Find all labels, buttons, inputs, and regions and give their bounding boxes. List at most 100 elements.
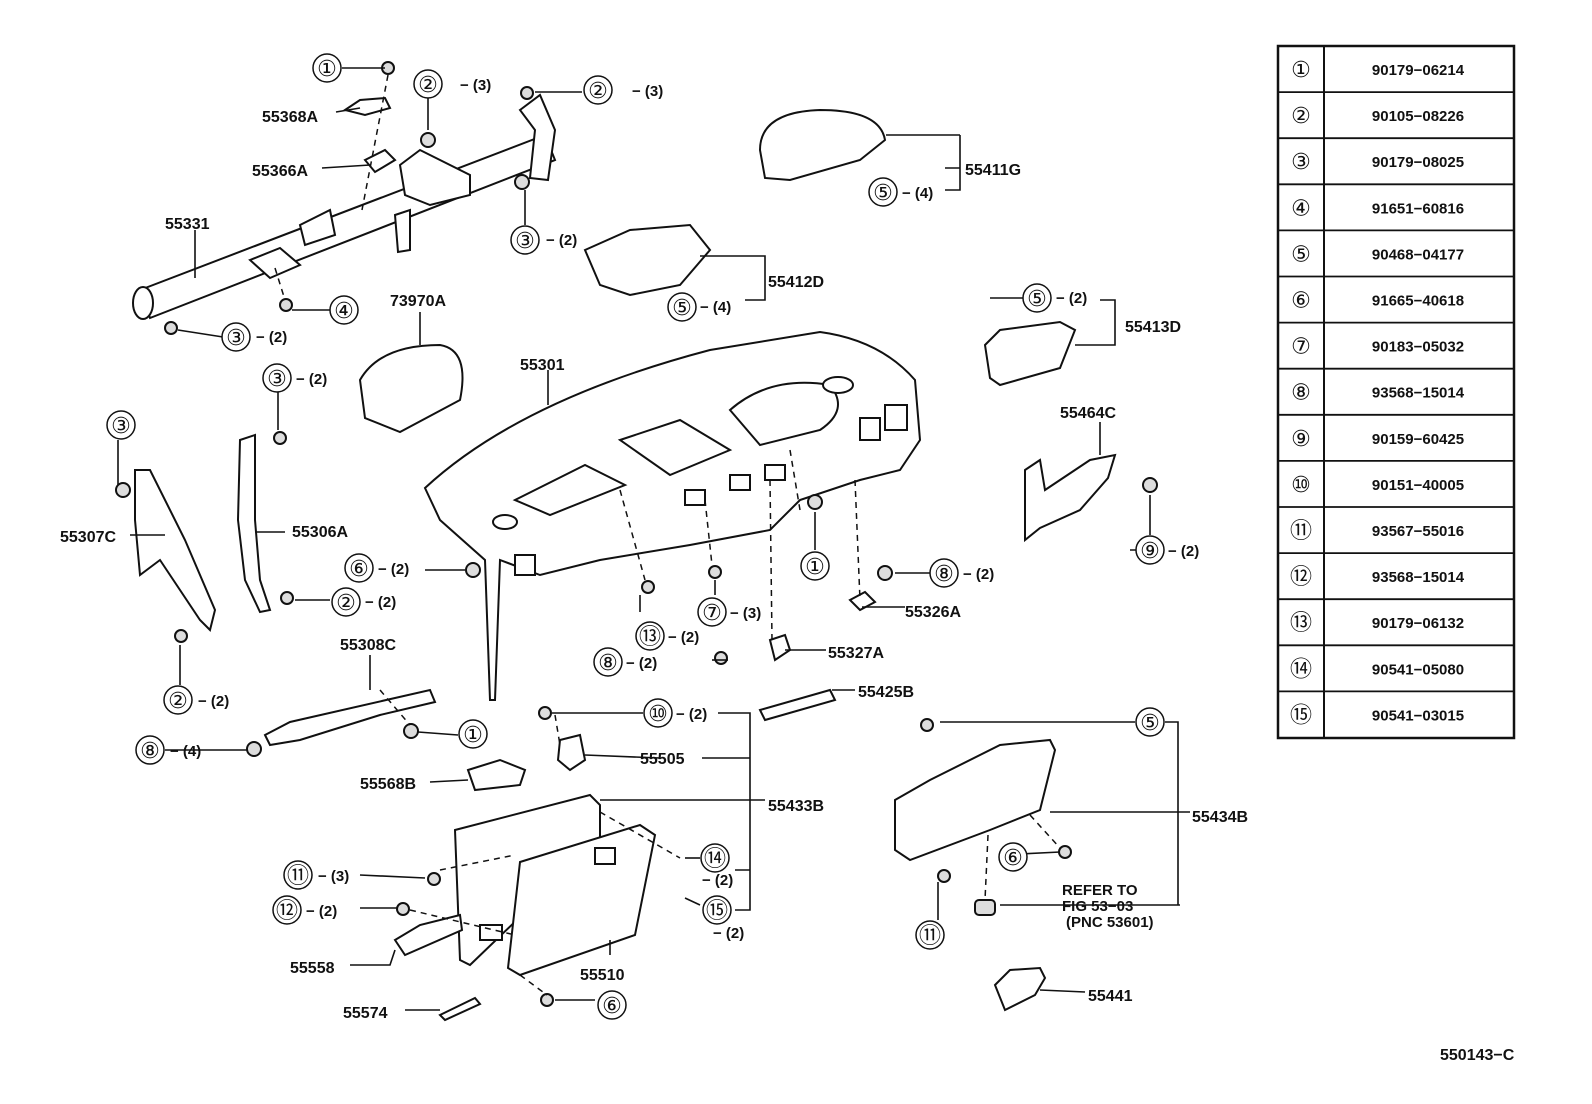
callout-c8a: ⑧− (2) [929, 558, 994, 588]
callout-c5b: ⑤− (4) [667, 292, 731, 322]
fastener [540, 993, 554, 1007]
callout-circle [331, 587, 361, 617]
callout-number: ⑬ [639, 624, 661, 649]
callout-quantity: − (4) [902, 185, 933, 202]
callout-c6a: ⑥ − (2) [344, 553, 409, 583]
callout-c8b: ⑧− (2) [593, 647, 657, 677]
callout-number: ③ [226, 325, 246, 350]
table-callout-number: ⑩ [1291, 472, 1311, 497]
part-label-55308C: 55308C [340, 637, 396, 654]
callout-quantity: − (2) [702, 872, 733, 889]
table-callout-number: ⑧ [1291, 380, 1311, 405]
part-55425B [758, 688, 837, 722]
callout-quantity: − (3) [632, 83, 663, 100]
part-55327A [768, 633, 792, 662]
part-55331-tube [132, 93, 557, 320]
fastener [520, 86, 534, 100]
fastener [280, 591, 294, 605]
callout-circle [135, 735, 165, 765]
callout-quantity: − (2) [668, 629, 699, 646]
part-number-labels: 55368A55366A5533173970A5530155411G55412D… [60, 109, 1248, 1022]
part-label-55301: 55301 [520, 357, 565, 374]
part-55441 [993, 966, 1047, 1012]
callout-quantity: − (2) [378, 561, 409, 578]
callout-c14a: ⑭− (2) [700, 843, 733, 889]
callout-quantity: − (2) [296, 371, 327, 388]
callout-circle [583, 75, 613, 105]
callout-quantity: − (2) [1168, 543, 1199, 560]
fastener [427, 872, 441, 886]
callout-number: ③ [111, 413, 131, 438]
table-part-number: 91665−40618 [1372, 293, 1464, 310]
callout-number: ⑮ [706, 898, 728, 923]
fastener [174, 629, 188, 643]
part-53601 [974, 899, 996, 916]
callout-quantity: − (2) [626, 655, 657, 672]
callout-c2b: ②− (3) [583, 75, 663, 105]
callout-circle [929, 558, 959, 588]
callout-number: ⑥ [349, 556, 369, 581]
callout-number: ⑫ [276, 898, 298, 923]
callout-quantity: − (2) [963, 566, 994, 583]
callout-c3c: ③− (2) [262, 363, 327, 393]
table-part-number: 90179−06132 [1372, 615, 1464, 632]
fastener [937, 869, 951, 883]
part-55366A [363, 148, 397, 174]
fastener-callouts: ①②− (3)②− (3)③− (2)④③− (2)⑤− (4)⑤− (4)⑤−… [106, 53, 1199, 1020]
callout-number: ⑦ [702, 600, 722, 625]
refer-note-line-2: FIG 53−03 [1062, 898, 1133, 915]
part-label-55368A: 55368A [262, 109, 318, 126]
callout-circle [667, 292, 697, 322]
table-part-number: 93567−55016 [1372, 523, 1464, 540]
callout-quantity: − (2) [1056, 290, 1087, 307]
part-55464C [1024, 453, 1117, 543]
fastener [396, 902, 410, 916]
fastener [403, 723, 419, 739]
part-label-55464C: 55464C [1060, 405, 1116, 422]
table-callout-number: ⑬ [1290, 610, 1312, 635]
callout-c6c: ⑥ [998, 842, 1028, 872]
callout-c3a: ③− (2) [510, 225, 577, 255]
part-55568B [466, 758, 527, 792]
callout-number: ② [336, 590, 356, 615]
fastener [1142, 477, 1158, 493]
callout-number: ⑩ [648, 701, 668, 726]
part-label-55434B: 55434B [1192, 809, 1248, 826]
table-callout-number: ③ [1291, 149, 1311, 174]
part-55301-panel [423, 330, 922, 701]
callout-c5c: ⑤− (2) [1022, 283, 1087, 313]
table-callout-number: ⑦ [1291, 334, 1311, 359]
part-label-73970A: 73970A [390, 293, 446, 310]
callout-quantity: − (4) [700, 299, 731, 316]
part-label-55412D: 55412D [768, 274, 824, 291]
part-label-55331: 55331 [165, 216, 210, 233]
callout-number: ⑥ [602, 993, 622, 1018]
callout-quantity: − (2) [713, 925, 744, 942]
part-55510-glovebox [453, 793, 657, 977]
part-label-55568B: 55568B [360, 776, 416, 793]
callout-c13a: ⑬ − (2) [635, 621, 699, 651]
callout-c11b: ⑪ [915, 920, 945, 950]
callout-c2d: ② − (2) [163, 685, 229, 715]
callout-number: ⑧ [140, 738, 160, 763]
part-55558 [393, 913, 464, 957]
callout-circle [635, 621, 665, 651]
fastener [641, 580, 655, 594]
callout-c1b: ① [800, 551, 830, 581]
part-55306A [236, 433, 272, 614]
table-callout-number: ④ [1291, 195, 1311, 220]
callout-c10a: ⑩− (2) [643, 698, 707, 728]
part-55308C [263, 688, 437, 747]
callout-number: ③ [515, 228, 535, 253]
callout-number: ⑭ [704, 846, 726, 871]
part-label-55411G: 55411G [965, 162, 1021, 179]
callout-number: ② [168, 688, 188, 713]
callout-c2a: ②− (3) [413, 69, 491, 99]
callout-circle [643, 698, 673, 728]
callout-circle [283, 860, 313, 890]
callout-quantity: − (2) [198, 693, 229, 710]
callout-circle [697, 597, 727, 627]
leader-lines [117, 67, 1190, 1011]
table-part-number: 90159−60425 [1372, 431, 1464, 448]
